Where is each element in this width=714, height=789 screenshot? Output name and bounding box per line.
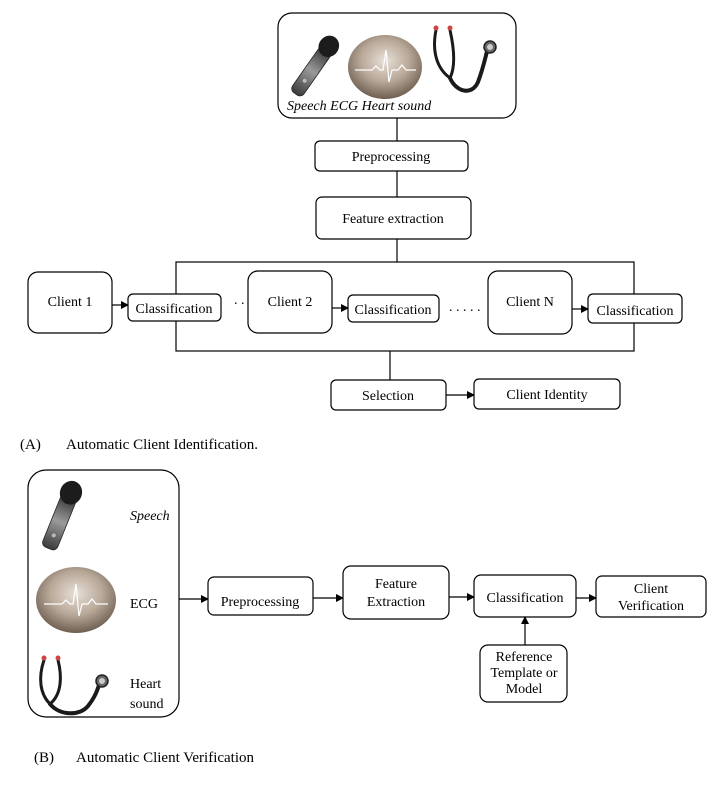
heart-label: Heart — [130, 677, 161, 692]
feature-extraction-box — [315, 196, 472, 240]
caption-b-letter: (B) — [34, 750, 54, 766]
reference-label-3: Model — [506, 682, 543, 697]
microphone-icon — [291, 35, 340, 97]
ecg-icon — [36, 567, 116, 633]
preprocessing-label-b: Preprocessing — [221, 595, 300, 610]
classification-box-1 — [127, 293, 222, 322]
preprocessing-label: Preprocessing — [352, 150, 431, 165]
client-1-label: Client 1 — [48, 295, 93, 310]
preprocessing-box-b — [207, 576, 314, 616]
dots-short: . . . — [234, 293, 252, 308]
panel-b: Speech ECG Heart sound Preprocessing Fea… — [27, 469, 707, 766]
preprocessing-box — [314, 140, 469, 172]
client-identity-box — [473, 378, 621, 410]
caption-a-letter: (A) — [20, 437, 41, 453]
verification-label-1: Client — [634, 582, 668, 597]
client-n-label: Client N — [506, 295, 554, 310]
stethoscope-icon — [39, 655, 109, 716]
caption-a-text: Automatic Client Identification. — [66, 437, 258, 453]
panel-a: Speech ECG Heart sound Preprocessing Fea… — [20, 12, 683, 453]
classification-label-2: Classification — [355, 303, 432, 318]
sound-label: sound — [130, 697, 163, 712]
speech-label: Speech — [130, 509, 170, 524]
client-2-label: Client 2 — [268, 295, 313, 310]
stethoscope-icon — [433, 25, 497, 93]
ecg-icon — [348, 35, 422, 99]
classification-label-n: Classification — [597, 304, 674, 319]
verification-label-2: Verification — [618, 599, 684, 614]
client-identity-label: Client Identity — [506, 388, 587, 403]
caption-b-text: Automatic Client Verification — [76, 750, 255, 766]
classification-label-b: Classification — [487, 591, 564, 606]
reference-label-1: Reference — [496, 650, 553, 665]
selection-label: Selection — [362, 389, 414, 404]
client-verification-box — [595, 575, 707, 618]
ecg-label: ECG — [130, 597, 158, 612]
reference-label-2: Template or — [490, 666, 557, 681]
feature-label-2: Extraction — [367, 595, 425, 610]
client-n-box — [487, 270, 573, 335]
feature-extraction-label: Feature extraction — [342, 212, 443, 227]
client-2-box — [247, 270, 333, 334]
classification-box-2 — [347, 294, 440, 323]
reference-template-box — [479, 644, 568, 703]
microphone-icon — [42, 480, 83, 551]
client-1-box — [27, 271, 113, 334]
classification-box-n — [587, 293, 683, 324]
dots-long: . . . . . — [449, 300, 481, 315]
feature-label-1: Feature — [375, 577, 417, 592]
feature-extraction-box-b — [342, 565, 450, 620]
classification-label-1: Classification — [136, 302, 213, 317]
input-signals-label: Speech ECG Heart sound — [287, 99, 432, 114]
